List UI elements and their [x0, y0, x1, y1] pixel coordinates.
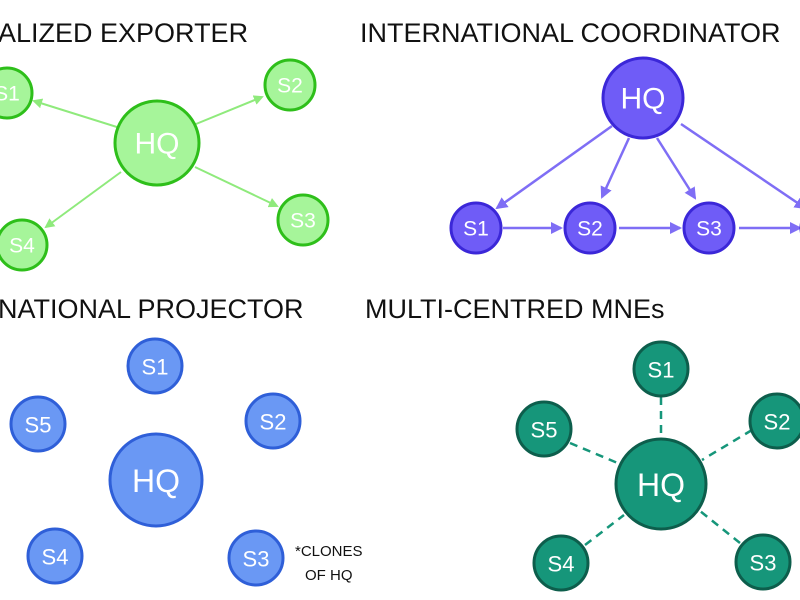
svg-text:S5: S5	[25, 413, 52, 438]
node-s4: S4	[26, 527, 84, 585]
quadrant-international-coordinator: INTERNATIONAL COORDINATOR HQ S1 S2 S3	[360, 18, 800, 255]
node-s1: S1	[449, 201, 503, 255]
node-s1: S1	[0, 66, 34, 120]
svg-text:S3: S3	[290, 210, 316, 233]
svg-text:S5: S5	[531, 418, 558, 443]
svg-text:S3: S3	[750, 551, 777, 576]
node-s5: S5	[515, 400, 573, 458]
svg-text:S1: S1	[463, 218, 489, 241]
node-s3: S3	[276, 193, 330, 247]
arrow-hq-to-s2	[195, 95, 264, 125]
svg-text:S2: S2	[260, 410, 287, 435]
note-clones-line2: OF HQ	[305, 567, 353, 584]
svg-text:HQ: HQ	[621, 83, 666, 116]
node-hq: HQ	[113, 99, 201, 187]
svg-text:S1: S1	[142, 355, 169, 380]
dashed-link-hq-s5	[569, 441, 621, 466]
node-s2: S2	[244, 392, 302, 450]
dashed-link-hq-s3	[699, 510, 741, 544]
svg-text:S4: S4	[9, 235, 35, 258]
svg-text:S1: S1	[0, 83, 20, 106]
quadrant-national-projector: NATIONAL PROJECTOR HQ S1 S2 S3 S4 S5 *CL…	[0, 294, 363, 587]
node-s5: S5	[9, 395, 67, 453]
svg-text:HQ: HQ	[135, 128, 180, 161]
node-s2: S2	[263, 58, 317, 112]
node-s4: S4	[0, 218, 49, 272]
svg-text:HQ: HQ	[637, 467, 685, 503]
svg-text:S4: S4	[548, 552, 575, 577]
node-s3: S3	[734, 533, 792, 591]
dashed-link-hq-s4	[584, 514, 625, 546]
quadrant-centralized-exporter: ALIZED EXPORTER HQ S1 S2 S3 S4	[0, 18, 330, 272]
svg-text:S3: S3	[696, 218, 722, 241]
svg-text:S2: S2	[577, 218, 603, 241]
arrow-hq-to-s4	[44, 171, 122, 229]
node-hq: HQ	[108, 432, 204, 528]
title-international-coordinator: INTERNATIONAL COORDINATOR	[360, 18, 781, 48]
arrow-hq-to-s1	[495, 124, 613, 210]
node-s2: S2	[748, 392, 800, 450]
svg-text:HQ: HQ	[132, 463, 180, 499]
svg-text:S3: S3	[243, 547, 270, 572]
node-s3: S3	[227, 529, 285, 587]
node-s4: S4	[532, 534, 590, 592]
edges-international-coordinator	[495, 122, 800, 234]
arrow-hq-to-s1	[32, 98, 121, 129]
dashed-link-hq-s2	[701, 428, 753, 462]
title-centralized-exporter: ALIZED EXPORTER	[0, 18, 248, 48]
note-clones-line1: *CLONES	[295, 543, 363, 560]
arrow-hq-to-s3	[194, 166, 279, 208]
title-national-projector: NATIONAL PROJECTOR	[0, 294, 304, 324]
arrow-hq-to-s3	[655, 137, 697, 200]
node-hq: HQ	[601, 56, 685, 140]
node-s2: S2	[563, 201, 617, 255]
quadrant-multi-centred: MULTI-CENTRED MNEs HQ S1 S2 S3 S4	[365, 294, 800, 592]
arrow-hq-to-s2	[600, 137, 631, 199]
node-s1: S1	[126, 337, 184, 395]
svg-text:S4: S4	[42, 545, 69, 570]
edges-centralized-exporter	[32, 95, 279, 229]
title-multi-centred: MULTI-CENTRED MNEs	[365, 294, 665, 324]
edges-multi-centred	[569, 397, 753, 546]
svg-text:S2: S2	[764, 410, 791, 435]
node-hq: HQ	[614, 437, 708, 531]
svg-text:S1: S1	[648, 358, 675, 383]
arrow-hq-to-s4	[680, 122, 800, 210]
node-s3: S3	[682, 201, 736, 255]
node-s1: S1	[632, 340, 690, 398]
svg-text:S2: S2	[277, 75, 303, 98]
